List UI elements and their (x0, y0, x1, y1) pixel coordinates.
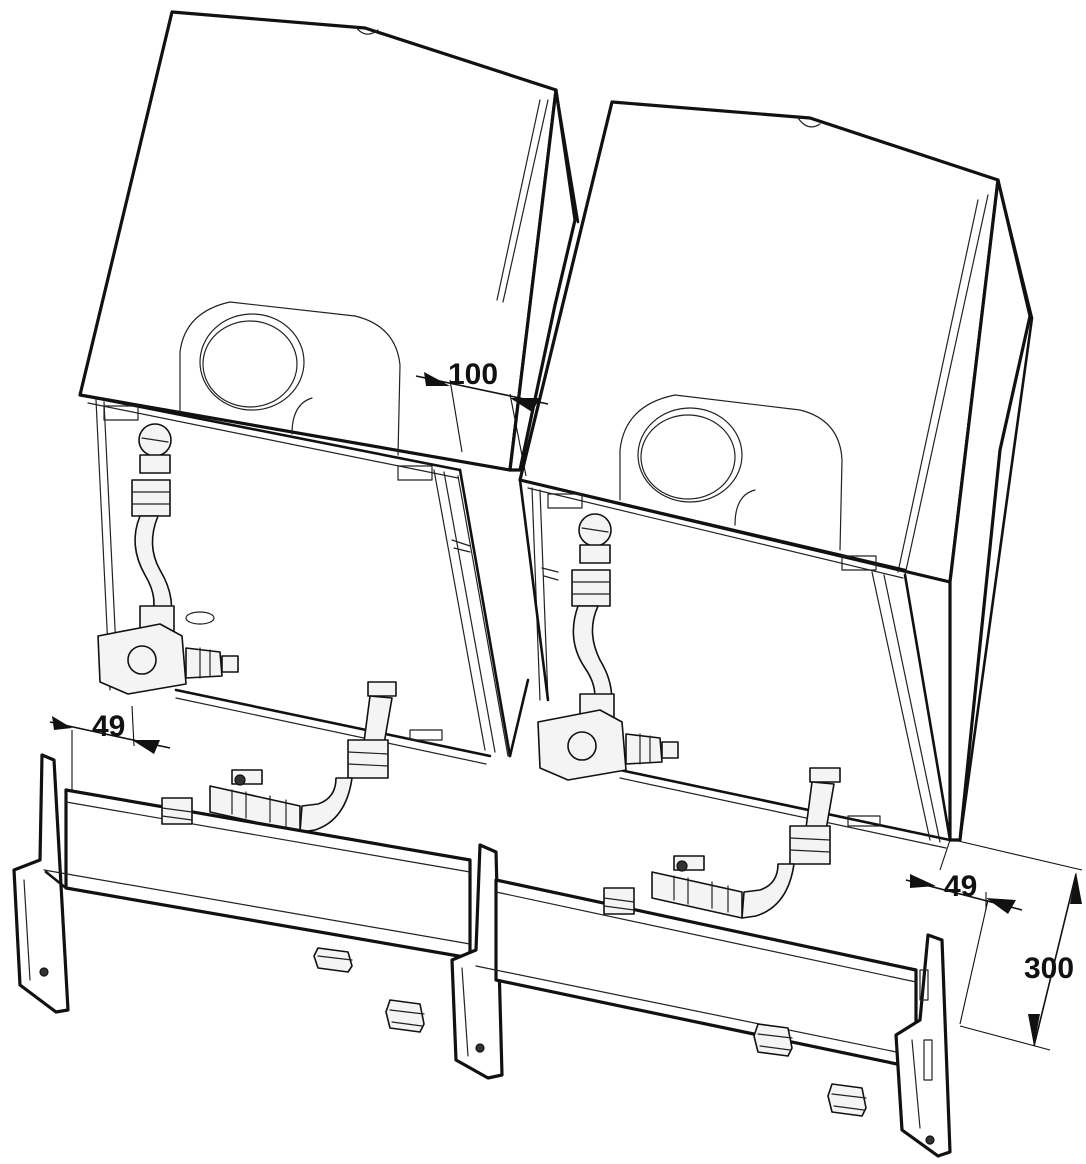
dimension-height-label: 300 (1024, 952, 1074, 985)
dimension-right-offset: 49 (905, 839, 1023, 914)
right-flue-collar (619, 394, 843, 551)
right-pump-assembly (537, 513, 679, 781)
left-boiler-unit (78, 10, 580, 833)
left-flue-collar (179, 301, 401, 456)
dimension-right-label: 49 (944, 870, 977, 903)
left-return-pipe (209, 681, 397, 833)
right-boiler-unit (518, 100, 1034, 919)
left-pump-assembly (97, 423, 239, 695)
dimension-height: 300 (953, 839, 1083, 1051)
dimension-left-offset: 49 (49, 705, 171, 790)
dimension-gap: 100 (415, 358, 549, 477)
right-return-pipe (651, 767, 841, 919)
header-manifold (12, 753, 952, 1158)
dimension-left-label: 49 (92, 710, 125, 743)
dimension-gap-label: 100 (448, 358, 498, 391)
